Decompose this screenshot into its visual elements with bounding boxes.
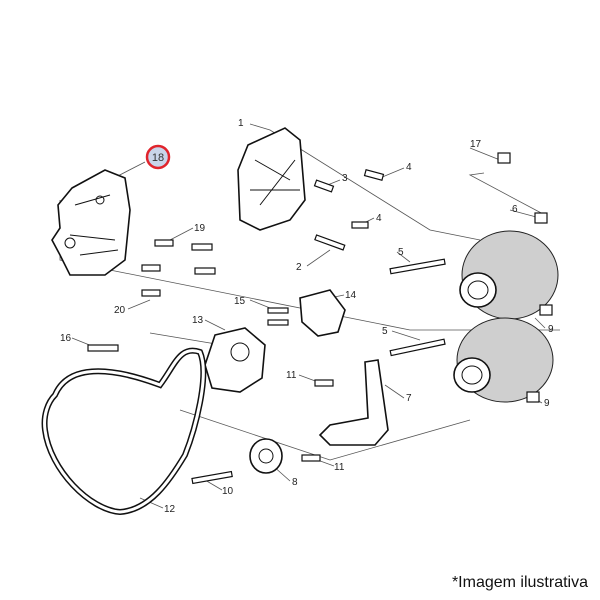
callout-4b: 4 xyxy=(376,213,382,224)
callout-9b: 9 xyxy=(544,398,550,409)
callout-10: 10 xyxy=(222,486,234,497)
callout-17: 17 xyxy=(470,139,482,150)
callout-14: 14 xyxy=(345,290,357,301)
callout-11a: 11 xyxy=(286,370,297,381)
callout-2: 2 xyxy=(296,262,302,273)
mounting-bracket-18 xyxy=(51,169,131,276)
callout-labels: 1 2 3 4 4 5 5 6 7 8 9 9 10 11 11 12 13 1… xyxy=(60,118,554,515)
callout-20: 20 xyxy=(114,305,126,316)
alternator-lower xyxy=(453,317,554,403)
callout-5a: 5 xyxy=(398,247,404,258)
tensioner-bracket-14 xyxy=(299,289,346,337)
bracket-1 xyxy=(237,127,306,231)
callout-1: 1 xyxy=(238,118,244,129)
bolts xyxy=(87,152,553,485)
callout-12: 12 xyxy=(164,504,176,515)
callout-18: 18 xyxy=(152,152,164,164)
bracket-7 xyxy=(318,359,389,446)
callout-6: 6 xyxy=(512,204,518,215)
callout-4a: 4 xyxy=(406,162,412,173)
callout-11b: 11 xyxy=(334,462,345,473)
illustrative-image-caption: *Imagem ilustrativa xyxy=(451,574,588,591)
callout-15: 15 xyxy=(234,296,246,307)
callout-3: 3 xyxy=(342,173,348,184)
highlighted-callout-18[interactable]: 18 xyxy=(145,144,171,170)
callout-13: 13 xyxy=(192,315,204,326)
idler-pulley-8 xyxy=(249,438,283,474)
callout-16: 16 xyxy=(60,333,72,344)
callout-7: 7 xyxy=(406,393,412,404)
callout-9a: 9 xyxy=(548,324,554,335)
callout-5b: 5 xyxy=(382,326,388,337)
callout-19: 19 xyxy=(194,223,206,234)
callout-8: 8 xyxy=(292,477,298,488)
